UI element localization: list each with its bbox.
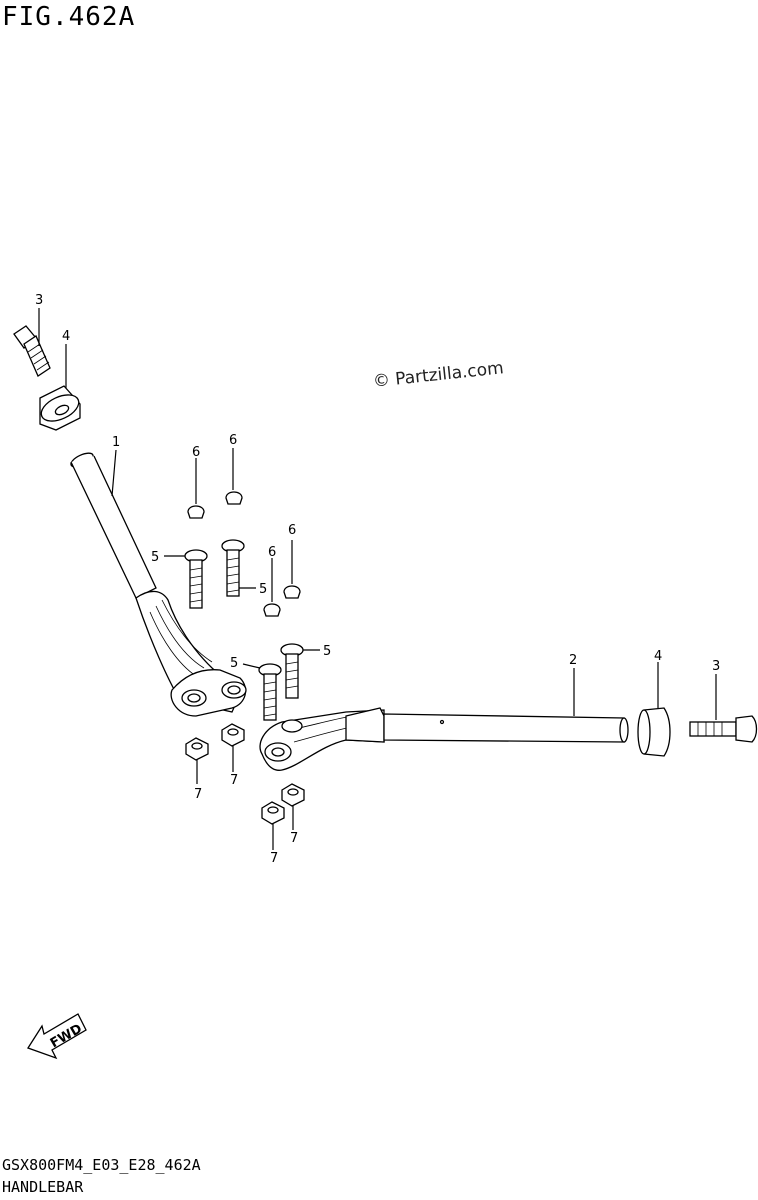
cap-6-c[interactable] [283, 585, 301, 599]
end-weight-4-left[interactable] [37, 385, 83, 431]
callout-4-left: 4 [62, 329, 70, 344]
nut-7-d[interactable] [261, 801, 285, 825]
end-weight-4-right[interactable] [637, 707, 671, 757]
bolt-5-d[interactable] [258, 663, 282, 721]
bolt-3-left[interactable] [13, 325, 51, 377]
cap-6-a[interactable] [187, 505, 205, 519]
callout-7-a: 7 [194, 787, 202, 802]
callout-3-left: 3 [35, 293, 43, 308]
bolt-3-right[interactable] [689, 715, 758, 743]
callout-6-b: 6 [229, 433, 237, 448]
callout-5-d: 5 [230, 656, 238, 671]
fwd-arrow-icon: FWD [27, 1013, 87, 1060]
bolt-5-a[interactable] [184, 549, 208, 609]
callout-6-d: 6 [268, 545, 276, 560]
callout-6-a: 6 [192, 445, 200, 460]
section-name: HANDLEBAR [2, 1178, 84, 1196]
leader-1 [111, 449, 117, 497]
callout-5-c: 5 [323, 644, 331, 659]
leader-5-d [242, 663, 261, 669]
callout-7-b: 7 [230, 773, 238, 788]
figure-title: FIG.462A [2, 2, 136, 32]
callout-7-d: 7 [270, 851, 278, 866]
callout-5-b: 5 [259, 582, 267, 597]
callout-5-a: 5 [151, 550, 159, 565]
bolt-5-c[interactable] [280, 643, 304, 699]
callout-2: 2 [569, 653, 577, 668]
nut-7-b[interactable] [221, 723, 245, 747]
bolt-5-b[interactable] [221, 539, 245, 597]
callout-3-right: 3 [712, 659, 720, 674]
nut-7-a[interactable] [185, 737, 209, 761]
nut-7-c[interactable] [281, 783, 305, 807]
callout-1: 1 [112, 435, 120, 450]
handlebar-right-2[interactable] [259, 707, 629, 771]
callout-4-right: 4 [654, 649, 662, 664]
cap-6-d[interactable] [263, 603, 281, 617]
cap-6-b[interactable] [225, 491, 243, 505]
callout-7-c: 7 [290, 831, 298, 846]
model-code: GSX800FM4_E03_E28_462A [2, 1156, 201, 1174]
callout-6-c: 6 [288, 523, 296, 538]
handlebar-left-1[interactable] [69, 450, 247, 717]
